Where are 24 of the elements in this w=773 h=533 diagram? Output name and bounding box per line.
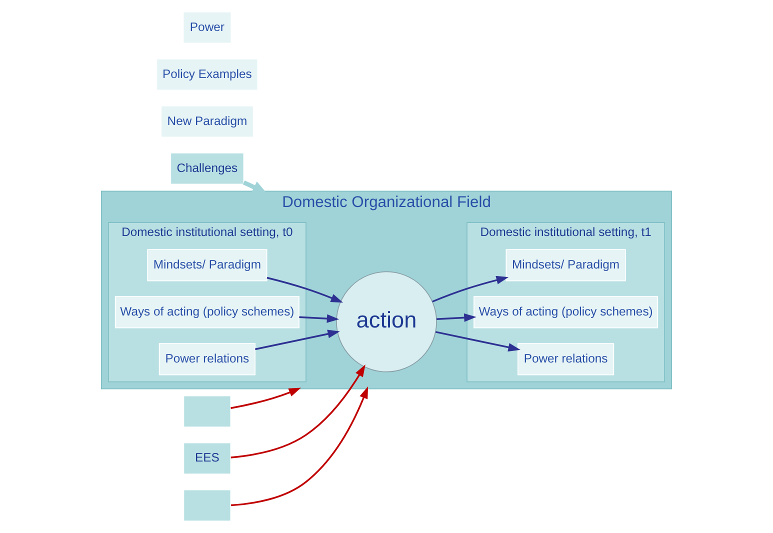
node-box: Challenges [170,152,244,185]
arrow [299,314,340,323]
node-box [183,395,232,428]
arrow [266,276,344,303]
arrow [432,276,509,302]
node-circle: action [336,271,437,372]
node-box: Mindsets/ Paradigm [147,249,268,282]
arrow [230,364,366,458]
node-box: Policy Examples [156,58,258,91]
arrow [242,180,268,194]
node-box [183,489,232,522]
node-box: Power relations [158,343,256,376]
node-box: Power relations [518,343,614,376]
arrow [435,331,520,352]
node-box: Mindsets/ Paradigm [506,249,626,282]
node-box: New Paradigm [160,105,254,138]
node-box: Power [182,11,232,44]
node-box: Ways of acting (policy schemes) [474,296,658,328]
node-box: Ways of acting (policy schemes) [114,296,300,328]
arrow [230,386,368,506]
arrow [255,330,340,350]
arrow [436,313,476,322]
node-box: EES [183,442,232,475]
arrow [230,388,302,409]
